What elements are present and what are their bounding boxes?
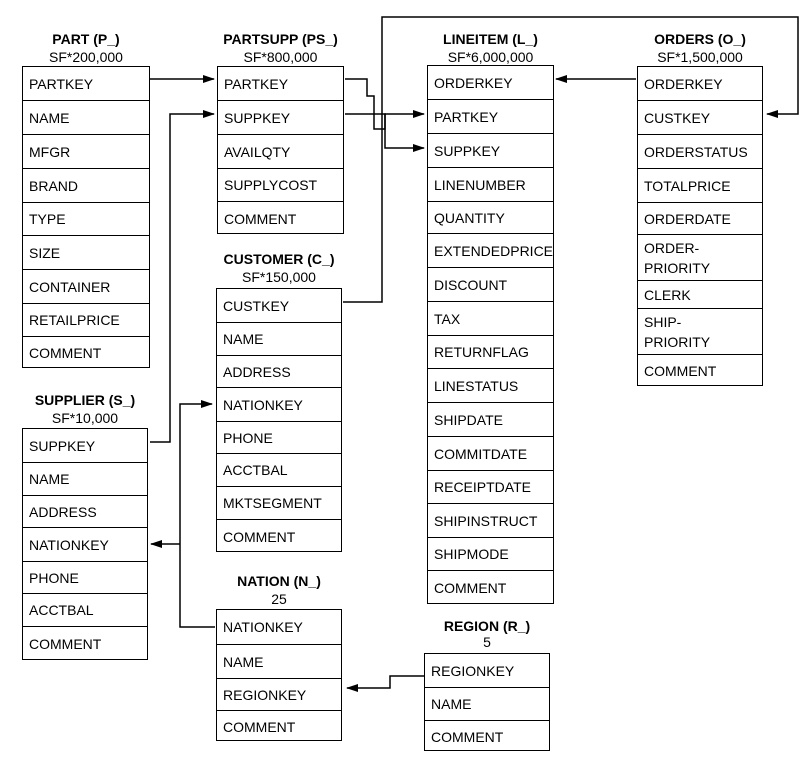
- lineitem-scale-factor: SF*6,000,000: [447, 49, 534, 65]
- customer-title: CUSTOMER (C_): [223, 251, 335, 267]
- orders-field-comment: COMMENT: [644, 363, 717, 379]
- supplier-field-comment: COMMENT: [29, 636, 102, 652]
- part-field-container: CONTAINER: [23, 270, 149, 304]
- supplier-scale-factor: SF*10,000: [51, 410, 119, 426]
- partsupp-title: PARTSUPP (PS_): [223, 31, 338, 47]
- region-field-comment: COMMENT: [431, 728, 504, 745]
- partsupp-field-availqty: AVAILQTY: [218, 135, 343, 169]
- orders-scale-factor: SF*1,500,000: [657, 49, 743, 65]
- rel-nation-customer: [179, 400, 215, 628]
- supplier-title: SUPPLIER (S_): [34, 392, 136, 408]
- nation-title: NATION (N_): [237, 573, 321, 589]
- lineitem-field-shipinstruct: SHIPINSTRUCT: [428, 504, 553, 538]
- nation-field-nationkey: NATIONKEY: [217, 610, 341, 645]
- part-field-comment: COMMENT: [29, 345, 102, 361]
- region-field-name: NAME: [425, 688, 549, 721]
- orders-title: ORDERS (O_): [654, 31, 746, 47]
- orders-field-orderdate: ORDERDATE: [638, 203, 762, 235]
- lineitem-field-linenumber: LINENUMBER: [428, 168, 553, 202]
- lineitem-field-shipdate: SHIPDATE: [428, 403, 553, 437]
- rel-supplier-partsupp: [150, 110, 215, 443]
- customer-field-nationkey: NATIONKEY: [217, 388, 341, 422]
- partsupp-field-partkey: PARTKEY: [218, 67, 343, 101]
- nation-field-name: NAME: [217, 645, 341, 679]
- orders-field-custkey: CUSTKEY: [638, 101, 762, 135]
- partsupp-scale-factor: SF*800,000: [243, 49, 318, 65]
- lineitem-field-suppkey: SUPPKEY: [428, 134, 553, 168]
- lineitem-field-orderkey: ORDERKEY: [428, 66, 553, 100]
- orders-field-orderstatus: ORDERSTATUS: [638, 135, 762, 169]
- customer-field-mktsegment: MKTSEGMENT: [217, 487, 341, 520]
- customer-scale-factor: SF*150,000: [242, 269, 316, 285]
- lineitem-field-tax: TAX: [428, 302, 553, 336]
- part-field-size: SIZE: [23, 236, 149, 270]
- customer-field-name: NAME: [217, 323, 341, 356]
- part-field-partkey: PARTKEY: [23, 67, 149, 101]
- lineitem-field-partkey: PARTKEY: [428, 100, 553, 134]
- part-title: PART (P_): [52, 31, 120, 47]
- partsupp-field-comment: COMMENT: [224, 210, 297, 227]
- part-scale-factor: SF*200,000: [49, 49, 123, 65]
- orders-field-clerk: CLERK: [638, 281, 762, 309]
- partsupp-field-suppkey: SUPPKEY: [218, 101, 343, 135]
- part-field-type: TYPE: [23, 203, 149, 236]
- customer-field-acctbal: ACCTBAL: [217, 454, 341, 487]
- region-scale-factor: 5: [483, 634, 491, 650]
- lineitem-field-discount: DISCOUNT: [428, 268, 553, 302]
- lineitem-field-extendedprice: EXTENDEDPRICE: [428, 234, 553, 268]
- lineitem-field-receiptdate: RECEIPTDATE: [428, 471, 553, 504]
- lineitem-field-returnflag: RETURNFLAG: [428, 336, 553, 369]
- customer-field-address: ADDRESS: [217, 356, 341, 388]
- orders-field-orderkey: ORDERKEY: [638, 67, 762, 101]
- lineitem-field-linestatus: LINESTATUS: [428, 369, 553, 403]
- orders-field-shippriority: SHIP- PRIORITY: [638, 309, 762, 355]
- supplier-field-acctbal: ACCTBAL: [23, 594, 147, 627]
- part-field-retailprice: RETAILPRICE: [23, 304, 149, 337]
- customer-field-comment: COMMENT: [223, 528, 296, 545]
- lineitem-field-shipmode: SHIPMODE: [428, 538, 553, 571]
- rel-customer-orders: [343, 16, 799, 303]
- lineitem-field-commitdate: COMMITDATE: [428, 437, 553, 471]
- lineitem-field-comment: COMMENT: [434, 580, 507, 596]
- supplier-field-name: NAME: [23, 463, 147, 496]
- region-field-regionkey: REGIONKEY: [425, 654, 549, 688]
- supplier-field-address: ADDRESS: [23, 496, 147, 528]
- supplier-field-suppkey: SUPPKEY: [23, 429, 147, 463]
- lineitem-title: LINEITEM (L_): [443, 31, 538, 47]
- part-field-brand: BRAND: [23, 169, 149, 203]
- supplier-field-phone: PHONE: [23, 562, 147, 594]
- supplier-field-nationkey: NATIONKEY: [23, 528, 147, 562]
- part-field-name: NAME: [23, 101, 149, 135]
- nation-field-regionkey: REGIONKEY: [217, 679, 341, 711]
- nation-scale-factor: 25: [271, 591, 287, 607]
- lineitem-field-quantity: QUANTITY: [428, 202, 553, 234]
- orders-field-orderpriority: ORDER- PRIORITY: [638, 235, 762, 281]
- region-title: REGION (R_): [443, 618, 531, 634]
- rel-partsupp-lineitem-suppkey: [345, 113, 425, 152]
- rel-region-nation: [346, 675, 424, 692]
- partsupp-field-supplycost: SUPPLYCOST: [218, 169, 343, 202]
- part-field-mfgr: MFGR: [23, 135, 149, 169]
- customer-field-phone: PHONE: [217, 422, 341, 454]
- nation-field-comment: COMMENT: [223, 718, 296, 735]
- orders-field-totalprice: TOTALPRICE: [638, 169, 762, 203]
- customer-field-custkey: CUSTKEY: [217, 289, 341, 323]
